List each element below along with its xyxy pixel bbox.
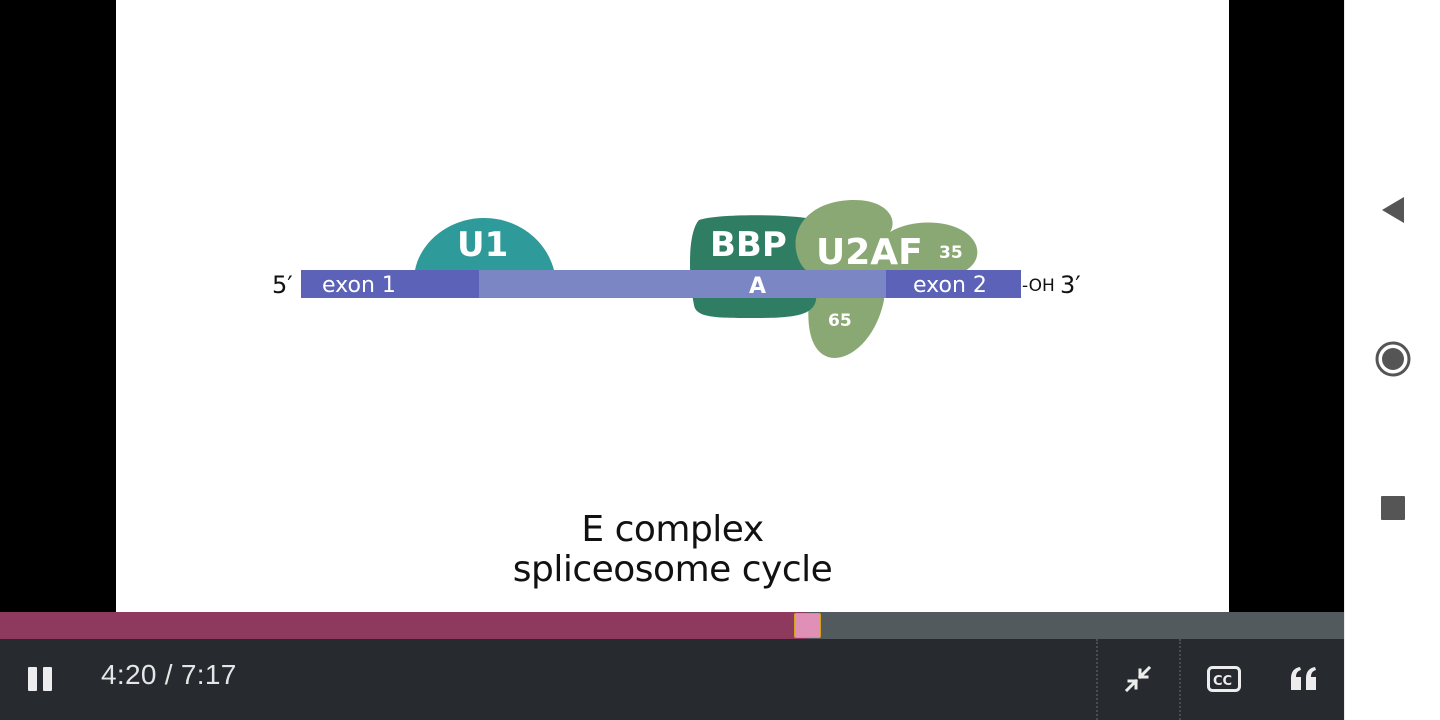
video-player[interactable]: 5′ exon 1 exon 2 -OH 3′ A U1 BBP U2AF 35…: [0, 0, 1344, 720]
recents-button[interactable]: [1345, 478, 1440, 538]
svg-text:CC: CC: [1213, 674, 1232, 689]
u2af35-label: 35: [939, 243, 963, 263]
branch-point-label: A: [749, 274, 766, 299]
controls-divider: [1179, 639, 1181, 720]
splicing-diagram: 5′ exon 1 exon 2 -OH 3′ A U1 BBP U2AF 35…: [272, 200, 1081, 358]
back-triangle-icon: [1382, 197, 1404, 223]
back-button[interactable]: [1345, 180, 1440, 240]
intron-bar: [479, 270, 886, 298]
caption-line-1: E complex: [581, 509, 764, 550]
u1-label: U1: [457, 225, 508, 265]
exon1-bar: [301, 270, 479, 298]
bbp-label: BBP: [710, 225, 787, 265]
time-display: 4:20 / 7:17: [101, 659, 237, 690]
pause-button[interactable]: [20, 659, 60, 699]
closed-captions-icon: CC: [1207, 666, 1241, 692]
exit-fullscreen-button[interactable]: [1116, 659, 1160, 699]
controls-divider: [1096, 639, 1098, 720]
quote-button[interactable]: [1280, 659, 1328, 699]
u1-dome: [415, 218, 554, 270]
three-prime-label: 3′: [1060, 271, 1081, 299]
collapse-icon: [1125, 666, 1151, 692]
exon2-bar: [886, 270, 1021, 298]
exon2-label: exon 2: [913, 273, 987, 298]
u2af65-label: 65: [828, 311, 852, 331]
u2af-lobe: [795, 200, 978, 282]
u2af65-lobe: [808, 283, 885, 358]
pause-icon: [28, 667, 52, 691]
exon1-label: exon 1: [322, 273, 396, 298]
oh-label: -OH: [1022, 276, 1055, 296]
video-frame[interactable]: 5′ exon 1 exon 2 -OH 3′ A U1 BBP U2AF 35…: [116, 0, 1229, 612]
player-controls: 4:20 / 7:17 CC: [0, 639, 1344, 720]
seek-bar-played: [0, 612, 808, 639]
caption-line-2: spliceosome cycle: [512, 549, 833, 590]
seek-thumb[interactable]: [793, 613, 821, 638]
android-nav-bar: [1344, 0, 1440, 720]
home-button[interactable]: [1345, 329, 1440, 389]
quote-icon: [1291, 667, 1316, 690]
u2af-label: U2AF: [816, 232, 923, 273]
recents-square-icon: [1381, 496, 1405, 520]
closed-captions-button[interactable]: CC: [1200, 659, 1248, 699]
five-prime-label: 5′: [272, 271, 293, 299]
seek-bar[interactable]: [0, 612, 1344, 639]
home-circle-icon: [1375, 341, 1411, 377]
